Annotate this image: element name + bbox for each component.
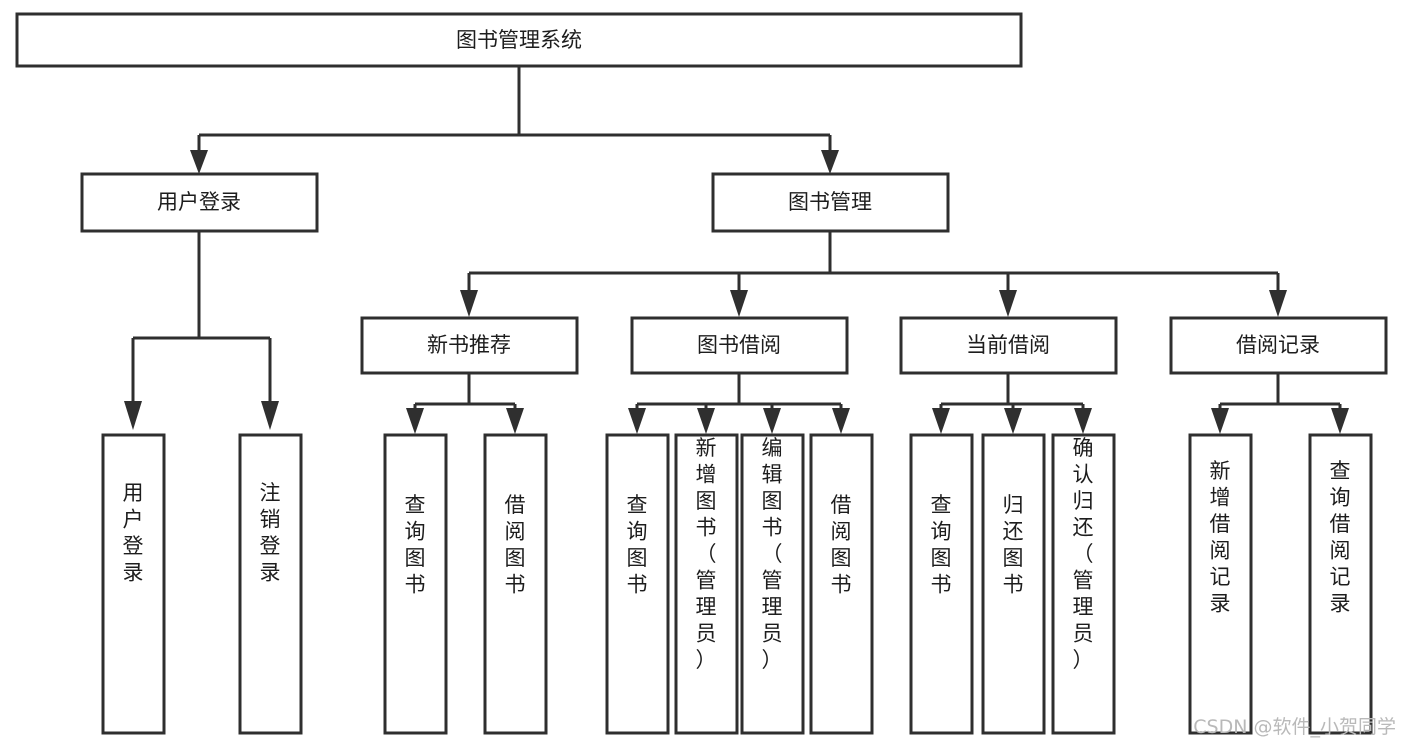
leaf-new-book-1-label: 查询图书: [405, 493, 426, 597]
leaf-new-book-2-label: 借阅图书: [505, 493, 526, 597]
node-user-login[interactable]: 用户登录: [80, 172, 319, 233]
leaf-user-login-2-box[interactable]: [238, 433, 303, 735]
leaf-borrow-record-2[interactable]: 查询借阅记录: [1308, 433, 1373, 735]
leaf-book-borrow-4[interactable]: 借阅图书: [809, 433, 874, 735]
leaf-new-book-2[interactable]: 借阅图书: [483, 433, 548, 735]
leaf-user-login-1[interactable]: 用户登录: [101, 433, 166, 735]
node-root-label: 图书管理系统: [456, 28, 582, 52]
leaf-user-login-2[interactable]: 注销登录: [238, 433, 303, 735]
arrow-head-icon: [763, 408, 781, 434]
arrow-head-icon: [999, 290, 1017, 317]
arrow-head-icon: [1004, 408, 1022, 434]
node-new-book-recommend-box[interactable]: [360, 316, 579, 375]
arrow-head-icon: [932, 408, 950, 434]
leaf-borrow-record-1[interactable]: 新增借阅记录: [1188, 433, 1253, 735]
leaf-current-borrow-3[interactable]: 确认归还（管理员）: [1051, 433, 1116, 735]
node-book-borrow-label: 图书借阅: [697, 333, 781, 357]
node-new-book-recommend-label: 新书推荐: [427, 333, 511, 357]
leaf-user-login-1-box[interactable]: [101, 433, 166, 735]
leaf-current-borrow-3-box[interactable]: [1051, 433, 1116, 735]
leaf-new-book-1-box[interactable]: [383, 433, 448, 735]
leaf-borrow-record-1-label: 新增借阅记录: [1210, 459, 1231, 616]
node-current-borrow-label: 当前借阅: [966, 333, 1050, 357]
node-book-borrow-box[interactable]: [630, 316, 849, 375]
node-current-borrow-box[interactable]: [899, 316, 1118, 375]
leaf-book-borrow-3[interactable]: 编辑图书（管理员）: [740, 433, 805, 735]
node-root[interactable]: 图书管理系统: [15, 12, 1023, 68]
leaf-user-login-1-label: 用户登录: [123, 481, 144, 585]
arrow-head-icon: [124, 401, 142, 430]
leaf-book-borrow-2-label: 新增图书（管理员）: [696, 436, 717, 672]
leaf-current-borrow-1[interactable]: 查询图书: [909, 433, 974, 735]
node-borrow-records-box[interactable]: [1169, 316, 1388, 375]
leaf-current-borrow-3-label: 确认归还（管理员）: [1073, 436, 1094, 672]
leaf-current-borrow-2[interactable]: 归还图书: [981, 433, 1046, 735]
arrow-head-icon: [1074, 408, 1092, 434]
leaf-book-borrow-4-label: 借阅图书: [831, 493, 852, 597]
leaf-current-borrow-2-box[interactable]: [981, 433, 1046, 735]
leaf-book-borrow-2-box[interactable]: [674, 433, 739, 735]
arrow-head-icon: [1269, 290, 1287, 317]
arrow-head-icon: [832, 408, 850, 434]
leaf-current-borrow-1-box[interactable]: [909, 433, 974, 735]
arrow-head-icon: [628, 408, 646, 434]
leaf-borrow-record-2-box[interactable]: [1308, 433, 1373, 735]
leaf-book-borrow-2[interactable]: 新增图书（管理员）: [674, 433, 739, 735]
leaf-borrow-record-1-box[interactable]: [1188, 433, 1253, 735]
node-new-book-recommend[interactable]: 新书推荐: [360, 316, 579, 375]
node-user-login-box[interactable]: [80, 172, 319, 233]
arrow-head-icon: [190, 150, 208, 174]
leaf-current-borrow-2-label: 归还图书: [1003, 493, 1024, 597]
arrow-head-icon: [1211, 408, 1229, 434]
arrow-head-icon: [406, 408, 424, 434]
leaf-book-borrow-1-box[interactable]: [605, 433, 670, 735]
node-book-borrow[interactable]: 图书借阅: [630, 316, 849, 375]
leaf-book-borrow-3-label: 编辑图书（管理员）: [762, 436, 783, 672]
node-borrow-records-label: 借阅记录: [1236, 333, 1320, 357]
arrow-head-icon: [697, 408, 715, 434]
leaf-user-login-2-label: 注销登录: [260, 481, 281, 585]
node-current-borrow[interactable]: 当前借阅: [899, 316, 1118, 375]
node-borrow-records[interactable]: 借阅记录: [1169, 316, 1388, 375]
leaf-book-borrow-1[interactable]: 查询图书: [605, 433, 670, 735]
node-book-management-label: 图书管理: [788, 190, 872, 214]
node-book-management-box[interactable]: [711, 172, 950, 233]
arrow-head-icon: [730, 290, 748, 317]
leaf-book-borrow-3-box[interactable]: [740, 433, 805, 735]
leaf-borrow-record-2-label: 查询借阅记录: [1330, 459, 1351, 616]
arrow-head-icon: [506, 408, 524, 434]
leaf-current-borrow-1-label: 查询图书: [931, 493, 952, 597]
leaf-new-book-1[interactable]: 查询图书: [383, 433, 448, 735]
leaf-new-book-2-box[interactable]: [483, 433, 548, 735]
leaf-book-borrow-1-label: 查询图书: [627, 493, 648, 597]
connector-layer: [124, 66, 1349, 434]
arrow-head-icon: [261, 401, 279, 430]
leaf-book-borrow-4-box[interactable]: [809, 433, 874, 735]
node-user-login-label: 用户登录: [157, 190, 241, 214]
node-root-box[interactable]: [15, 12, 1023, 68]
watermark-label: CSDN @软件_小贺同学: [1193, 716, 1396, 738]
node-book-management[interactable]: 图书管理: [711, 172, 950, 233]
arrow-head-icon: [821, 150, 839, 174]
arrow-head-icon: [1331, 408, 1349, 434]
arrow-head-icon: [460, 290, 478, 317]
